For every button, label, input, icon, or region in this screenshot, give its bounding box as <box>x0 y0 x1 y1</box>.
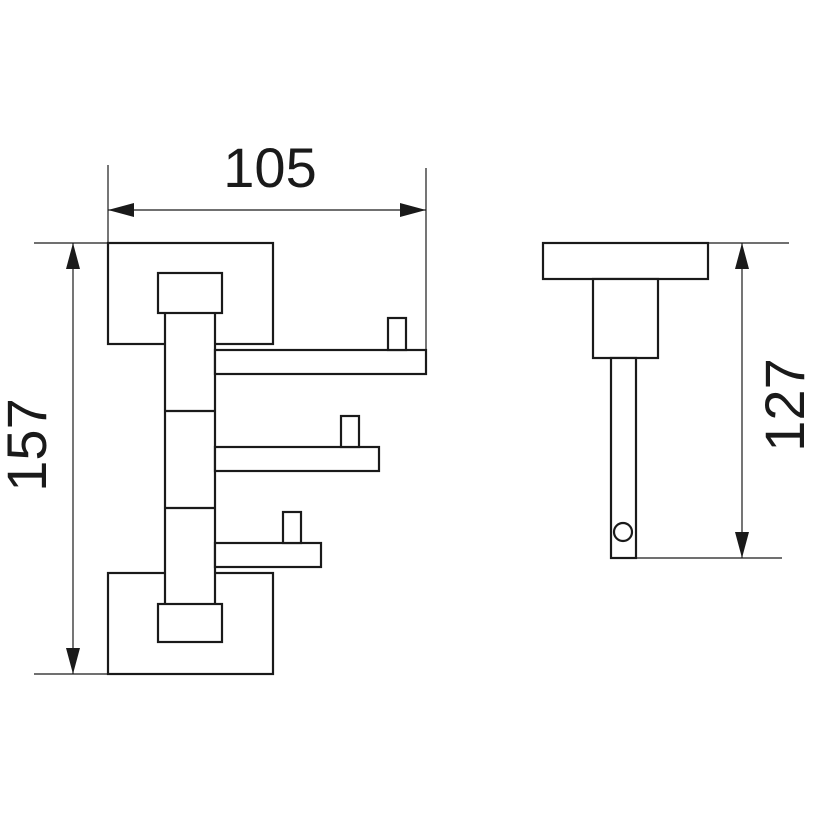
arm-bar <box>213 541 323 569</box>
arrowhead-bottom <box>735 532 749 558</box>
width-dimension: 105 <box>107 136 427 350</box>
side-height-value: 127 <box>753 358 814 451</box>
side-wall-plate <box>541 241 710 281</box>
arrowhead-top <box>735 243 749 269</box>
arm-bar <box>213 445 381 473</box>
side-mount-block <box>591 277 660 360</box>
front-height-value: 157 <box>0 398 58 491</box>
side-view <box>541 241 710 560</box>
towel-arm-1 <box>213 316 428 376</box>
pivot-column <box>163 308 217 608</box>
bottom-cap <box>156 602 224 644</box>
arrowhead-left <box>108 203 134 217</box>
front-height-dimension: 157 <box>0 242 108 675</box>
front-view <box>106 241 428 676</box>
towel-arm-3 <box>213 510 323 569</box>
towel-arm-2 <box>213 414 381 473</box>
arrowhead-bottom <box>66 648 80 674</box>
side-pivot-pin <box>612 521 634 543</box>
arm-end-stop <box>281 510 303 545</box>
arrowhead-right <box>400 203 426 217</box>
arm-end-stop <box>339 414 361 449</box>
side-height-dimension: 127 <box>636 242 814 559</box>
arm-bar <box>213 348 428 376</box>
top-cap <box>156 271 224 315</box>
arrowhead-top <box>66 243 80 269</box>
arm-end-stop <box>386 316 408 352</box>
width-value: 105 <box>223 136 316 199</box>
